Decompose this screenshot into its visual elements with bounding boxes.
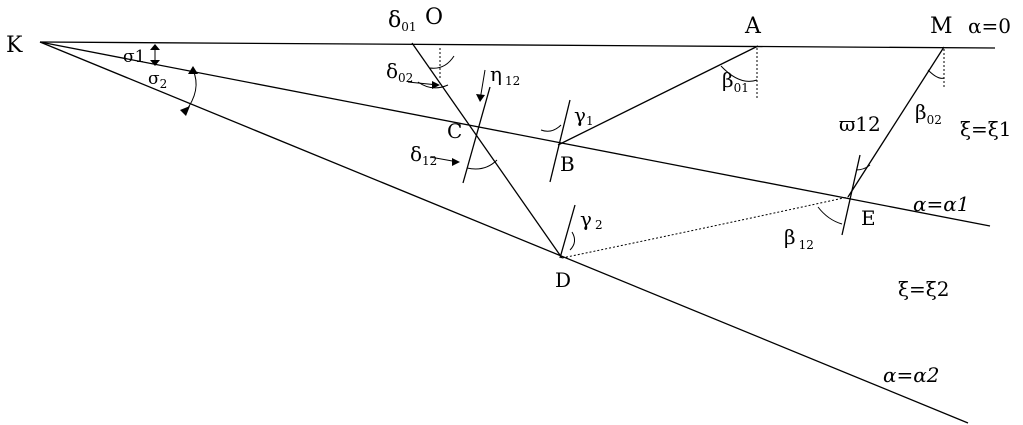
point-m-label: M: [930, 14, 953, 39]
ray-alpha-0: [39, 41, 996, 49]
segment-a-b: [557, 45, 759, 146]
ray-label-alpha-0: α=0: [968, 14, 1011, 38]
angle-label-omega-12: ϖ12: [839, 112, 881, 136]
arc-delta-01: [429, 55, 455, 69]
ray-alpha-1: [39, 41, 991, 227]
marker-b: [549, 99, 571, 183]
angle-label-delta-02: δ02: [386, 59, 413, 85]
point-c-label: C: [447, 119, 462, 143]
eta12-arrowhead: [476, 94, 485, 102]
sigma2-arrowhead-up: [188, 66, 198, 74]
angle-label-delta-01: δ01: [388, 8, 417, 34]
point-e-label: E: [861, 206, 876, 230]
arc-beta-02: [927, 69, 945, 79]
arc-gamma-2: [569, 231, 576, 251]
angle-label-gamma-1: γ1: [574, 103, 594, 128]
sigma1-arrowhead-up: [150, 44, 160, 50]
arc-beta-01: [720, 65, 758, 82]
angle-label-sigma-1: σ1: [123, 47, 145, 67]
segment-m-e: [847, 46, 945, 198]
delta02-arrowhead: [432, 81, 440, 89]
marker-d: [559, 204, 576, 259]
marker-c: [462, 86, 491, 184]
arc-delta-12: [466, 159, 498, 170]
point-a-label: A: [744, 14, 762, 39]
sigma1-arrowhead-down: [150, 60, 160, 66]
angle-label-sigma-2: σ2: [148, 69, 167, 91]
sigma2-arrowhead-down: [180, 106, 190, 116]
point-d-label: D: [555, 268, 571, 292]
delta12-arrowhead: [452, 158, 460, 166]
arc-beta-12: [817, 206, 843, 225]
point-o-label: O: [425, 5, 443, 30]
segment-d-e: [561, 196, 849, 259]
ray-label-alpha-1: α=α1: [913, 192, 970, 216]
angle-label-beta-01: β01: [722, 68, 749, 95]
angle-label-delta-12: δ12: [410, 142, 437, 168]
arc-gamma-1: [540, 124, 562, 132]
ray-label-alpha-2: α=α2: [883, 363, 940, 387]
arc-omega-12: [855, 164, 871, 171]
region-label-xi-2: ξ=ξ2: [898, 277, 950, 301]
point-k-label: K: [6, 33, 23, 58]
ray-alpha-2: [39, 41, 969, 424]
marker-e: [841, 154, 861, 236]
segment-o-d: [411, 42, 563, 259]
region-label-xi-1: ξ=ξ1: [960, 117, 1012, 141]
point-b-label: B: [560, 152, 575, 176]
angle-label-beta-02: β02: [915, 100, 942, 127]
